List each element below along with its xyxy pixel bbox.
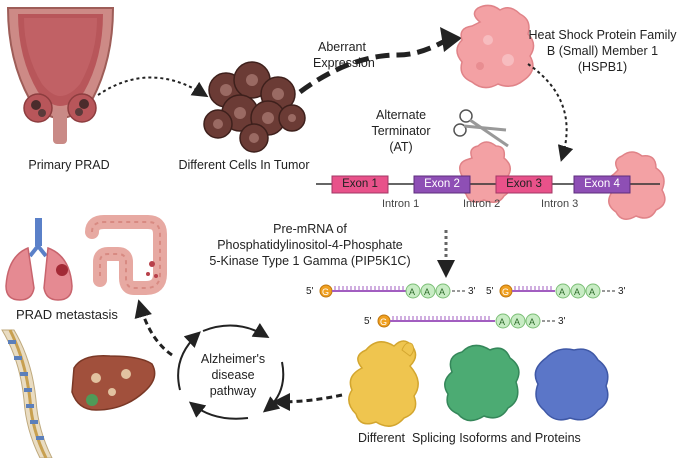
exon-4-label: Exon 4	[584, 178, 620, 190]
scissors-icon	[453, 109, 509, 148]
at-label-3: (AT)	[389, 140, 413, 154]
exon-3	[495, 175, 553, 194]
mrna-2-a1: A	[559, 287, 566, 297]
mrna-transcript-2	[499, 283, 616, 299]
mrna-transcript-3	[377, 313, 556, 329]
isoforms-label: Different Splicing Isoforms and Proteins	[358, 431, 581, 445]
mrna-2-three-prime: 3'	[618, 286, 626, 297]
metastasis-label: PRAD metastasis	[16, 307, 118, 322]
at-label-1: Alternate	[375, 108, 427, 122]
exon-1	[331, 175, 389, 194]
intron-1-label: Intron 1	[382, 198, 420, 210]
mrna-1-a2: A	[424, 287, 431, 297]
mrna-1-three-prime: 3'	[468, 286, 476, 297]
premrna-label-3: 5-Kinase Type 1 Gamma (PIP5K1C)	[209, 254, 411, 268]
mrna-2-cap: G	[502, 287, 510, 297]
alzheimer-label-2: disease	[211, 368, 255, 382]
mrna-2-five-prime: 5'	[486, 286, 494, 297]
liver-illustration	[71, 355, 156, 411]
intron-2-label: Intron 2	[463, 198, 501, 210]
arrow-prostate-to-cells	[97, 76, 209, 98]
exon-4	[573, 175, 631, 194]
intestine-illustration	[85, 215, 167, 295]
cells-label: Different Cells In Tumor	[178, 158, 310, 172]
spine-illustration	[1, 329, 53, 458]
aberrant-label-2: Expression	[313, 56, 375, 70]
hspb1-protein-right	[607, 151, 666, 220]
mrna-2-a2: A	[574, 287, 581, 297]
mrna-3-a1: A	[499, 317, 506, 327]
alzheimer-cycle	[177, 322, 285, 420]
mrna-3-five-prime: 5'	[364, 316, 372, 327]
intron-3-label: Intron 3	[541, 198, 579, 210]
arrow-aberrant-head	[440, 27, 462, 52]
mrna-1-five-prime: 5'	[306, 286, 314, 297]
bladder-prostate-illustration	[6, 7, 115, 144]
mrna-transcript-1	[319, 283, 466, 299]
alzheimer-label-3: pathway	[209, 384, 257, 398]
mrna-3-cap: G	[380, 317, 388, 327]
isoform-protein-blue	[534, 348, 609, 421]
hspb1-label-3: (HSPB1)	[577, 60, 628, 74]
at-label-2: Terminator	[371, 124, 431, 138]
isoform-protein-yellow	[348, 340, 419, 427]
exon-2-label: Exon 2	[424, 178, 460, 190]
premrna-label-2: Phosphatidylinositol-4-Phosphate	[217, 238, 403, 252]
alzheimer-label-1: Alzheimer's	[200, 352, 266, 366]
exon-3-label: Exon 3	[506, 178, 542, 190]
arrow-aberrant-expression	[298, 35, 452, 95]
primary-prad-label: Primary PRAD	[28, 158, 110, 172]
hspb1-protein-top	[456, 4, 535, 89]
mrna-3-three-prime: 3'	[558, 316, 566, 327]
mrna-2-a3: A	[589, 287, 596, 297]
isoform-protein-yellow-tip	[401, 342, 415, 357]
mrna-3-a3: A	[529, 317, 536, 327]
mrna-1-a1: A	[409, 287, 416, 297]
mrna-3-a2: A	[514, 317, 521, 327]
arrow-hspb1-to-gene	[527, 63, 574, 162]
hspb1-label-1: Heat Shock Protein Family	[528, 28, 677, 42]
mrna-1-cap: G	[322, 287, 330, 297]
exon-1-label: Exon 1	[342, 178, 378, 190]
premrna-label-1: Pre-mRNA of	[273, 222, 347, 236]
exon-2	[413, 175, 471, 194]
arrow-alzheimer-to-metastasis	[134, 299, 173, 357]
hspb1-label-2: B (Small) Member 1	[546, 44, 659, 58]
tumor-cells-illustration	[203, 61, 306, 153]
arrow-isoforms-to-alzheimer	[272, 392, 343, 411]
mrna-1-a3: A	[439, 287, 446, 297]
lungs-illustration	[5, 218, 73, 301]
aberrant-label-1: Aberrant	[318, 40, 366, 54]
isoform-protein-green	[444, 344, 520, 422]
